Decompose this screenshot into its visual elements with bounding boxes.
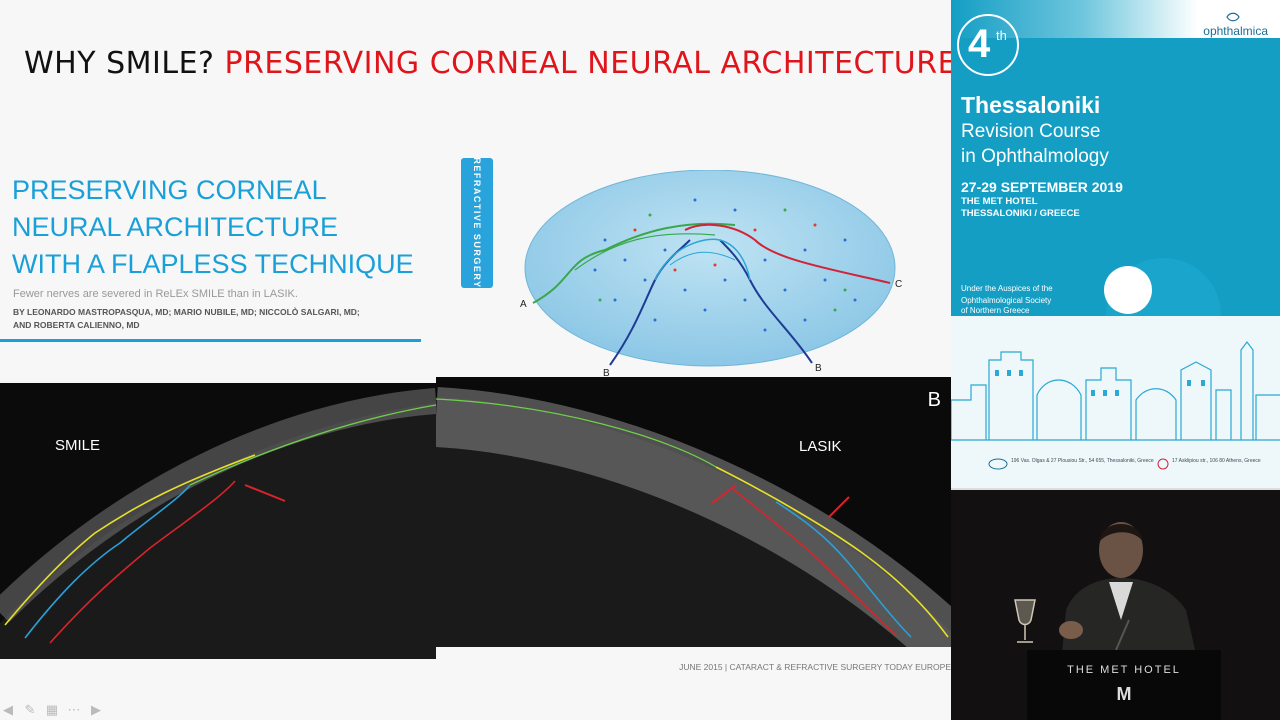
conference-course-line: in Ophthalmology [961,146,1109,167]
arrow-right-icon[interactable]: ▶ [91,702,101,717]
oct-image-lasik: LASIK B [436,377,951,647]
green-dots [598,208,847,312]
smile-green-line [189,404,436,486]
slides-icon[interactable]: ▦ [45,702,59,717]
authors-line: AND ROBERTA CALIENNO, MD [13,320,140,330]
auspices-line: Under the Auspices of the [961,284,1053,293]
article-subtitle: Fewer nerves are severed in ReLEx SMILE … [13,288,298,300]
oct-image-smile: SMILE [0,383,436,659]
article-heading-line: WITH A FLAPLESS TECHNIQUE [12,249,414,279]
slide-title: WHY SMILE? PRESERVING CORNEAL NEURAL ARC… [24,46,951,81]
nerve-b-right [719,239,813,364]
conference-course-line: Revision Course [961,121,1101,142]
ophthalmica-small-logo-icon [988,458,1008,470]
slideshow-controls: ◀ ✎ ▦ ⋯ ▶ [0,700,104,720]
diagram-label-a: A [520,299,527,310]
speaker-shirt [1109,582,1133,620]
diagram-label-b-right: B [815,363,822,374]
edition-badge: 4 th [957,14,1019,76]
speaker-hair [1099,524,1143,542]
speaker-hand [1059,621,1083,639]
speaker-video[interactable]: THE MET HOTEL M [951,490,1280,720]
banner-divider [951,488,1280,490]
lasik-green-line [436,398,717,468]
article-heading-line: NEURAL ARCHITECTURE [12,212,339,242]
diagram-label-b-left: B [603,368,610,379]
slide-title-main: PRESERVING CORNEAL NEURAL ARCHITECTURE [224,46,952,81]
auspices-line: Ophthalmological Society [961,296,1052,305]
red-dots [633,223,817,272]
conference-banner: ophthalmica 4 th Thessaloniki Revision C… [951,0,1280,490]
arrow-left-icon[interactable]: ◀ [3,702,13,717]
contact-address-athens: 17 Asklipiou str., 106 80 Athens, Greece [1172,458,1261,464]
podium-logo-mark: M [1116,684,1132,704]
podium: THE MET HOTEL M [1027,650,1221,720]
nerve-central-cyan-2 [669,251,736,266]
contact-address-thessaloniki: 196 Vas. Olgas & 27 Plousiou Str., 54 65… [1011,458,1154,464]
article-divider [0,339,421,342]
thessaloniki-skyline-illustration [951,341,1280,441]
section-tab-label: REFRACTIVE SURGERY [472,157,482,289]
oct-panel-letter: B [927,389,941,411]
slide-title-prefix: WHY SMILE? [24,46,215,81]
lasik-red-arrow-1 [710,484,737,505]
wine-glass-icon [1014,599,1036,643]
smile-blue-line [24,484,191,639]
nerve-dots [593,198,857,332]
conference-venue: THE MET HOTEL [961,196,1038,207]
oct-smile-label: SMILE [55,437,101,454]
edition-suffix: th [996,28,1007,43]
article-heading-line: PRESERVING CORNEAL [12,175,327,205]
conference-dates: 27-29 SEPTEMBER 2019 [961,179,1123,195]
edition-number: 4 [968,22,991,66]
oct-smile-scan [0,388,436,659]
nerve-a-green-2 [574,233,716,271]
cornea-nerve-diagram: A B B C [520,170,902,379]
auspices-line: of Northern Greece [961,306,1030,315]
pen-icon[interactable]: ✎ [24,702,36,717]
authors-line: BY LEONARDO MASTROPASQUA, MD; MARIO NUBI… [13,307,360,317]
section-tab: REFRACTIVE SURGERY [461,157,493,289]
article-authors: BY LEONARDO MASTROPASQUA, MD; MARIO NUBI… [13,306,373,332]
presentation-slide: WHY SMILE? PRESERVING CORNEAL NEURAL ARC… [0,0,951,720]
lasik-blue-line [775,501,912,638]
nerve-a-green [532,222,736,304]
journal-citation: JUNE 2015 | CATARACT & REFRACTIVE SURGER… [679,662,951,672]
moon-icon [1104,266,1152,314]
lasik-red-line [730,486,897,636]
conference-city: Thessaloniki [961,92,1101,118]
smile-yellow-line [4,454,256,626]
nerve-c-red [684,223,891,284]
speaker-head [1099,522,1143,578]
society-logo-icon [1157,458,1169,470]
oct-lasik-label: LASIK [799,438,842,455]
smile-red-arrow [244,484,286,502]
lasik-red-arrow-2 [828,496,850,518]
ophthalmica-eye-icon [1226,12,1240,22]
organizer-logo: ophthalmica [1203,24,1268,38]
oct-lasik-scan [436,387,951,647]
smile-red-line [49,480,236,644]
diagram-label-c: C [895,279,902,290]
more-icon[interactable]: ⋯ [67,702,81,717]
lasik-yellow-line [715,466,949,638]
cornea-lens-shape [524,170,896,367]
conference-location: THESSALONIKI / GREECE [961,208,1080,219]
conference-contacts: 196 Vas. Olgas & 27 Plousiou Str., 54 65… [951,452,1280,482]
nerve-central-cyan [654,238,751,281]
microphone-stand [1115,619,1130,651]
article-heading: PRESERVING CORNEAL NEURAL ARCHITECTURE W… [12,172,432,283]
podium-brand-text: THE MET HOTEL [1067,664,1181,676]
